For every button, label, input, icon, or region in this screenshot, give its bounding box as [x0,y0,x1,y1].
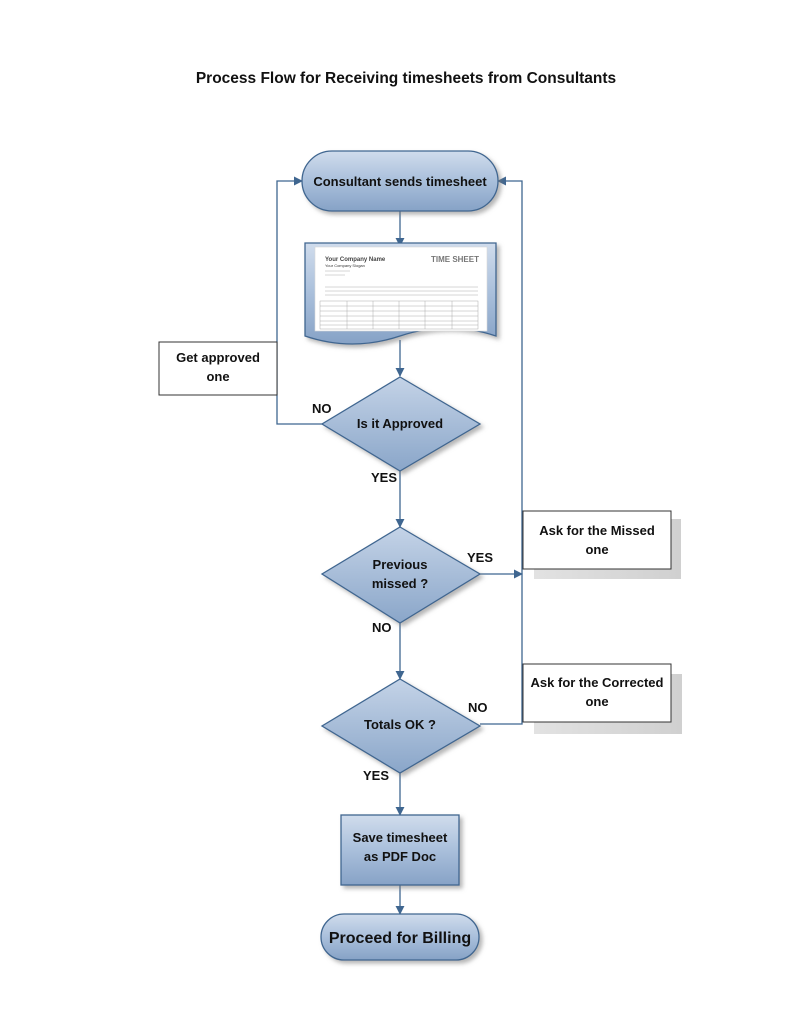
edge-labels: NO YES YES NO NO YES [312,401,493,783]
decision-previous-missed: Previous missed ? [320,526,482,624]
end-terminator: Proceed for Billing [320,913,480,961]
note-ask-missed: Ask for the Missed one [522,510,681,579]
timesheet-lines [319,270,479,330]
ask-corrected-line1: Ask for the Corrected [531,675,664,690]
previous-label-line2: missed ? [372,576,428,591]
ask-missed-line2: one [585,542,608,557]
timesheet-company: Your Company Name [325,257,386,263]
timesheet-thumbnail [314,246,488,332]
connector-approved-no [276,176,322,425]
edge-label-totals-yes: YES [363,768,389,783]
connector-totals-no-loop [480,176,523,725]
note-ask-corrected: Ask for the Corrected one [522,663,682,734]
timesheet-document: Your Company Name Your Company Slogan TI… [304,242,497,345]
get-approved-line2: one [206,369,229,384]
start-terminator: Consultant sends timesheet [301,150,499,212]
decision-approved: Is it Approved [320,376,482,472]
save-label-line2: as PDF Doc [364,849,436,864]
edge-label-previous-no: NO [372,620,392,635]
get-approved-line1: Get approved [176,350,260,365]
start-label: Consultant sends timesheet [313,174,487,189]
ask-corrected-line2: one [585,694,608,709]
connectors [276,176,523,915]
edge-label-previous-yes: YES [467,550,493,565]
note-get-approved: Get approved one [158,341,278,396]
edge-label-approved-no: NO [312,401,332,416]
timesheet-slogan: Your Company Slogan [325,263,365,268]
edge-label-totals-no: NO [468,700,488,715]
previous-label-line1: Previous [373,557,428,572]
timesheet-heading: TIME SHEET [431,255,479,264]
ask-missed-line1: Ask for the Missed [539,523,655,538]
process-save: Save timesheet as PDF Doc [340,814,460,886]
page-title: Process Flow for Receiving timesheets fr… [195,70,617,87]
decision-totals: Totals OK ? [320,678,482,774]
approved-label: Is it Approved [357,416,443,431]
edge-label-approved-yes: YES [371,470,397,485]
totals-label: Totals OK ? [364,717,436,732]
save-label-line1: Save timesheet [353,830,448,845]
end-label: Proceed for Billing [329,930,471,947]
